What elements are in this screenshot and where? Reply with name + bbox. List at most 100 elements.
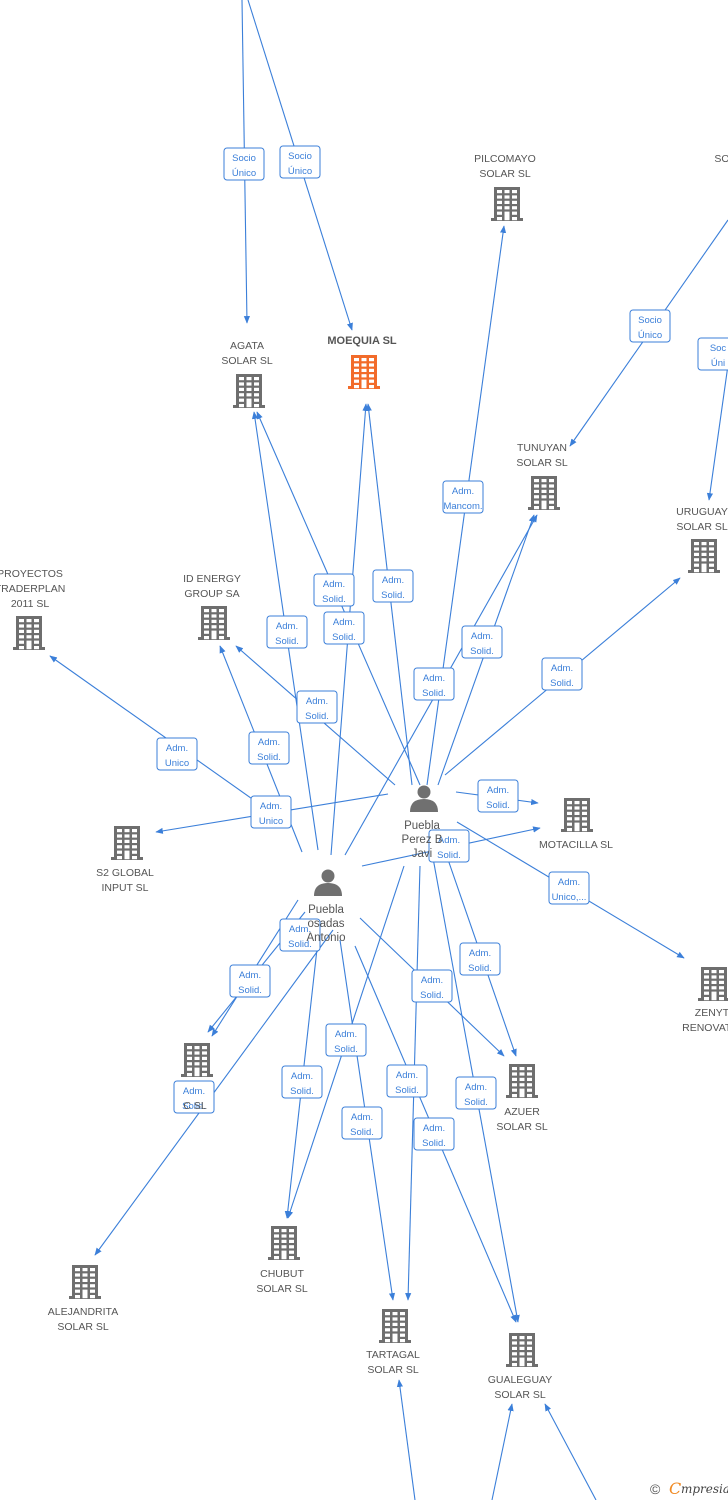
- edge-role-text: Solid.: [422, 688, 446, 699]
- edge-role-label[interactable]: Adm.Solid.: [455, 1076, 497, 1110]
- building-icon: [268, 1226, 300, 1260]
- node-label: PILCOMAYO: [474, 153, 536, 165]
- edge-role-label[interactable]: Adm.Solid.: [459, 942, 501, 976]
- edge-role-text: Úni: [711, 358, 725, 369]
- edge-role-text: Adm.: [423, 673, 445, 684]
- edge-role-text: Adm.: [183, 1086, 205, 1097]
- edge-role-label[interactable]: Adm.Solid.: [541, 657, 583, 691]
- building-icon: [528, 476, 560, 510]
- node-label: Perez B: [402, 834, 443, 846]
- edge-role-text: Solid.: [422, 1138, 446, 1149]
- node-label: TUNUYAN: [517, 442, 567, 454]
- edge-role-text: Solid.: [420, 990, 444, 1001]
- node-agata[interactable]: AGATA SOLAR SL: [221, 340, 273, 408]
- edge-role-text: Socio: [288, 151, 312, 162]
- edge-role-text: Adm.: [438, 835, 460, 846]
- edge-role-label[interactable]: Adm.Solid.: [281, 1065, 323, 1099]
- relation-edge: [49, 655, 266, 809]
- building-icon: [233, 374, 265, 408]
- edge-role-label[interactable]: Adm.Solid.: [461, 625, 503, 659]
- building-icon: [561, 798, 593, 832]
- edge-role-label[interactable]: Adm.Unico: [156, 737, 198, 771]
- node-label: AGATA: [230, 340, 264, 352]
- edge-role-label[interactable]: Adm.Solid.: [428, 829, 470, 863]
- edge-role-text: Unico: [259, 816, 283, 827]
- edge-role-text: Adm.: [333, 617, 355, 628]
- person-icon: [410, 785, 438, 812]
- edge-role-text: Unico: [165, 758, 189, 769]
- edge-role-label[interactable]: Adm.Solid.: [413, 1117, 455, 1151]
- edge-role-label[interactable]: Adm.Solid.: [323, 611, 365, 645]
- edge-role-text: Solid.: [257, 752, 281, 763]
- edge-role-label[interactable]: Adm.Solid.: [341, 1106, 383, 1140]
- edge-role-label[interactable]: Adm.Unico,...: [548, 871, 590, 905]
- node-label: SO: [714, 153, 728, 165]
- node-label: MOEQUIA SL: [327, 335, 397, 347]
- edge-role-label[interactable]: Adm.Solid.: [411, 969, 453, 1003]
- edge-role-text: Solid.: [290, 1086, 314, 1097]
- edge-role-text: Adm.: [276, 621, 298, 632]
- node-label: RENOVATIU: [682, 1022, 728, 1034]
- node-label: C SL: [183, 1100, 207, 1112]
- building-icon: [198, 606, 230, 640]
- edge-role-label[interactable]: Adm.Solid.: [248, 731, 290, 765]
- edge-role-label[interactable]: Adm.Solid.: [372, 569, 414, 603]
- relation-edge: [706, 364, 728, 501]
- edge-role-label[interactable]: Adm.Solid.: [173, 1080, 215, 1114]
- node-label: MOTACILLA SL: [539, 839, 613, 851]
- node-label: SOLAR SL: [221, 355, 273, 367]
- node-label: GROUP SA: [184, 588, 239, 600]
- edge-role-label[interactable]: Adm.Solid.: [266, 615, 308, 649]
- edge-role-text: Adm.: [382, 575, 404, 586]
- edge-role-text: Adm.: [487, 785, 509, 796]
- node-label: ZENYT: [695, 1007, 728, 1019]
- edge-role-text: Adm.: [465, 1082, 487, 1093]
- relation-edge: [491, 1403, 514, 1500]
- node-top_right[interactable]: SO: [714, 153, 728, 165]
- node-c_solar[interactable]: C SL: [181, 1043, 213, 1112]
- edge-role-label[interactable]: Adm.Solid.: [296, 690, 338, 724]
- brand-name: mpresia: [681, 1482, 728, 1496]
- edge-role-label[interactable]: Adm.Solid.: [313, 573, 355, 607]
- edge-role-label[interactable]: Adm.Solid.: [325, 1023, 367, 1057]
- edge-role-label[interactable]: Adm.Unico: [250, 795, 292, 829]
- edge-role-label[interactable]: Adm.Solid.: [229, 964, 271, 998]
- node-moequia[interactable]: MOEQUIA SL: [327, 335, 397, 389]
- edge-role-label[interactable]: Adm.Solid.: [279, 918, 321, 952]
- building-icon: [698, 967, 728, 1001]
- building-icon: [491, 187, 523, 221]
- edge-role-label[interactable]: Adm.Solid.: [477, 779, 519, 813]
- footer-brand[interactable]: © C mpresia: [650, 1479, 728, 1498]
- building-icon: [688, 539, 720, 573]
- node-zenyt[interactable]: ZENYT RENOVATIU: [682, 967, 728, 1034]
- edge-role-label[interactable]: Adm.Mancom.: [442, 480, 484, 514]
- edge-role-text: Adm.: [351, 1112, 373, 1123]
- edge-role-text: Adm.: [452, 486, 474, 497]
- edge-role-text: Adm.: [471, 631, 493, 642]
- node-label: 2011 SL: [11, 598, 49, 610]
- building-icon: [181, 1043, 213, 1077]
- node-motacilla[interactable]: MOTACILLA SL: [539, 798, 613, 851]
- edge-role-label[interactable]: Adm. Solid.: [413, 667, 455, 701]
- edge-role-text: Único: [638, 330, 662, 341]
- edge-role-label[interactable]: Adm.Solid.: [386, 1064, 428, 1098]
- node-label: SOLAR SL: [57, 1321, 109, 1333]
- edge-role-text: Adm.: [323, 579, 345, 590]
